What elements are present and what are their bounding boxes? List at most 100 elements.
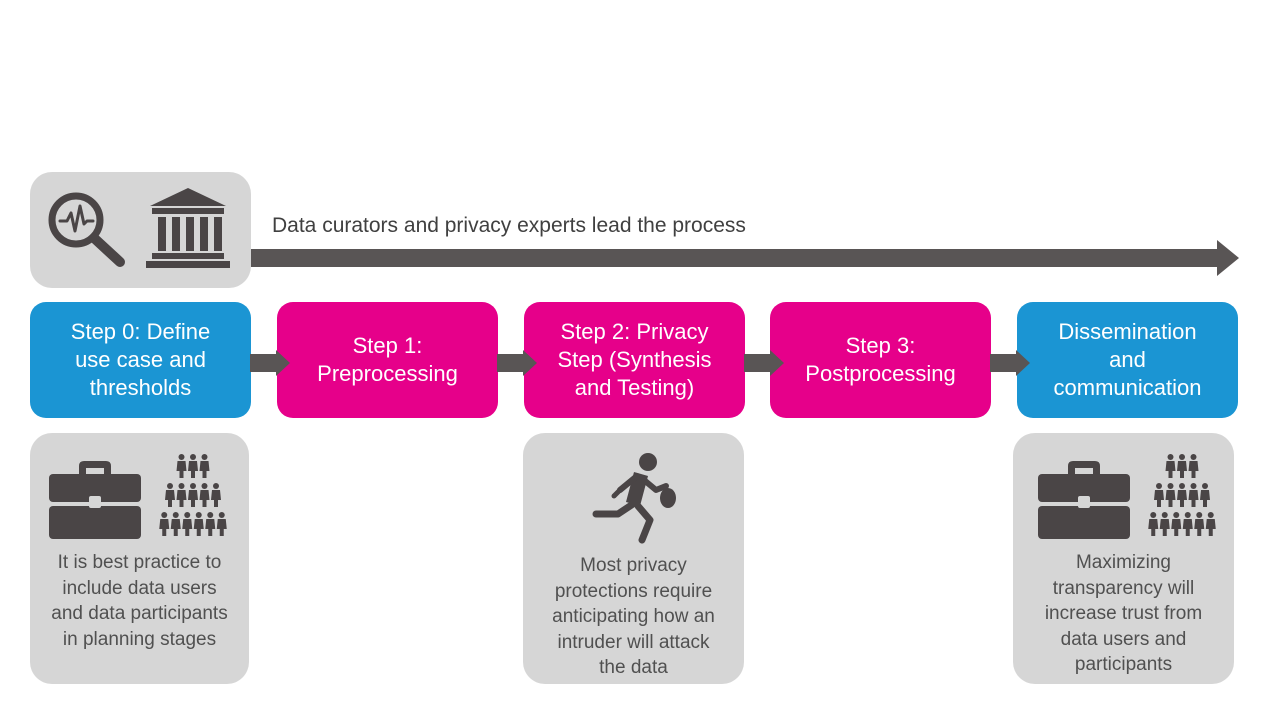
briefcase-icon xyxy=(49,461,141,539)
person-figure xyxy=(1150,512,1157,518)
person-figure xyxy=(190,454,196,460)
connector-arrow-2-3 xyxy=(744,350,784,376)
person-figure xyxy=(1205,519,1216,536)
step-0-note-text: It is best practice to include data user… xyxy=(32,550,247,652)
person-figure xyxy=(184,512,191,518)
process-lead-text: Data curators and privacy experts lead t… xyxy=(272,214,746,237)
person-figure xyxy=(1148,519,1159,536)
person-figure xyxy=(1190,454,1197,460)
step-1-line-2: Preprocessing xyxy=(317,361,458,386)
dissemination-line-2: and xyxy=(1109,347,1146,372)
person-figure xyxy=(1188,490,1199,507)
person-figure xyxy=(195,512,202,518)
person-figure xyxy=(1202,483,1208,489)
people-pyramid-icon xyxy=(159,454,227,536)
person-figure xyxy=(1173,512,1180,518)
step-0-note-line-1: It is best practice to xyxy=(57,552,222,573)
connector-arrow-3-4 xyxy=(990,350,1030,376)
step-0-note-line-3: and data participants xyxy=(51,603,228,624)
step-2-line-2: Step (Synthesis xyxy=(557,347,712,372)
people-pyramid-icon xyxy=(1148,454,1216,536)
step-3-line-2: Postprocessing xyxy=(805,361,956,386)
step-3-box: Step 3: Postprocessing xyxy=(770,302,991,418)
person-figure xyxy=(188,461,198,478)
person-figure xyxy=(1194,519,1205,536)
person-figure xyxy=(178,483,185,489)
step-2-note-line-1: Most privacy xyxy=(580,555,687,576)
person-figure xyxy=(1196,512,1203,518)
step-2-note-line-2: protections require xyxy=(554,580,713,602)
person-figure xyxy=(167,483,173,489)
person-figure xyxy=(1154,490,1164,507)
step-2-line-1: Step 2: Privacy xyxy=(560,319,709,344)
person-figure xyxy=(161,512,168,518)
dissemination-line-1: Dissemination xyxy=(1058,319,1197,344)
dissemination-note-line-3: increase trust from xyxy=(1044,603,1203,624)
magnifier-pulse-icon xyxy=(48,192,125,267)
briefcase-icon xyxy=(1038,461,1130,539)
person-figure xyxy=(172,512,179,518)
step-1-line-1: Step 1: xyxy=(352,333,423,358)
step-0-line-1: Step 0: Define xyxy=(70,319,211,344)
person-figure xyxy=(1200,490,1210,507)
dissemination-note-text: Maximizing transparency will increase tr… xyxy=(1015,550,1232,678)
person-figure xyxy=(1159,519,1170,536)
person-figure xyxy=(182,519,193,536)
person-figure xyxy=(1179,454,1185,460)
person-figure xyxy=(1190,483,1197,489)
step-0-box: Step 0: Define use case and thresholds xyxy=(30,302,251,418)
person-figure xyxy=(190,483,196,489)
person-figure xyxy=(1167,483,1174,489)
person-figure xyxy=(188,490,198,507)
person-figure xyxy=(176,490,187,507)
person-figure xyxy=(1182,519,1193,536)
step-0-note-line-2: include data users xyxy=(62,577,217,599)
running-thief-icon xyxy=(592,453,676,544)
connector-arrow-0-1 xyxy=(250,350,290,376)
person-figure xyxy=(211,490,221,507)
person-figure xyxy=(1171,519,1182,536)
person-figure xyxy=(213,483,219,489)
person-figure xyxy=(218,512,225,518)
dissemination-note-line-4: data users and xyxy=(1060,628,1187,650)
person-figure xyxy=(159,519,170,536)
person-figure xyxy=(1165,461,1176,478)
person-figure xyxy=(1161,512,1168,518)
person-figure xyxy=(201,454,208,460)
dissemination-line-3: communication xyxy=(1053,375,1202,400)
person-figure xyxy=(1167,454,1174,460)
dissemination-note-line-1: Maximizing xyxy=(1075,552,1172,573)
step-2-line-3: and Testing) xyxy=(574,375,695,400)
person-figure xyxy=(1177,490,1187,507)
person-figure xyxy=(178,454,185,460)
person-figure xyxy=(1188,461,1199,478)
process-arrow xyxy=(251,240,1239,276)
step-3-line-1: Step 3: xyxy=(845,333,916,358)
institution-icon xyxy=(146,188,230,268)
person-figure xyxy=(165,490,175,507)
step-2-box: Step 2: Privacy Step (Synthesis and Test… xyxy=(524,302,745,418)
person-figure xyxy=(1179,483,1185,489)
person-figure xyxy=(201,483,208,489)
step-1-box: Step 1: Preprocessing xyxy=(277,302,498,418)
step-2-note-text: Most privacy protections require anticip… xyxy=(525,553,742,681)
step-0-line-2: use case and xyxy=(75,347,206,372)
dissemination-note-line-2: transparency will xyxy=(1052,577,1195,599)
step-2-note-line-5: the data xyxy=(599,657,668,678)
connector-arrow-1-2 xyxy=(497,350,537,376)
person-figure xyxy=(1156,483,1162,489)
person-figure xyxy=(193,519,204,536)
step-0-line-3: thresholds xyxy=(89,375,192,400)
person-figure xyxy=(176,461,187,478)
step-2-note-line-3: anticipating how an xyxy=(552,606,715,627)
dissemination-note-line-5: participants xyxy=(1074,654,1173,675)
person-figure xyxy=(1177,461,1187,478)
person-figure xyxy=(205,519,216,536)
step-0-note-line-4: in planning stages xyxy=(62,628,217,650)
person-figure xyxy=(216,519,227,536)
person-figure xyxy=(207,512,214,518)
person-figure xyxy=(170,519,181,536)
person-figure xyxy=(1207,512,1214,518)
person-figure xyxy=(1184,512,1191,518)
person-figure xyxy=(199,490,210,507)
